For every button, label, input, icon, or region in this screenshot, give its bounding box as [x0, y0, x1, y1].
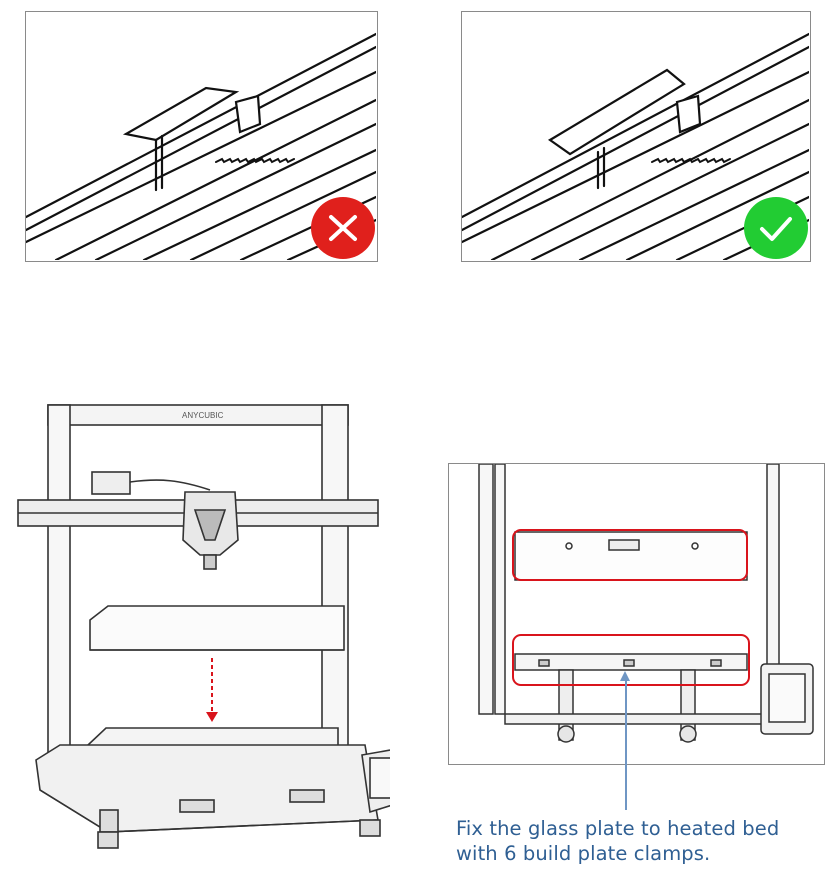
clamp-highlight-bottom [512, 634, 750, 686]
printer-overview: ANYCUBIC [0, 350, 390, 880]
caption-line-1: Fix the glass plate to heated bed [456, 817, 780, 840]
incorrect-badge [311, 197, 375, 259]
correct-badge [744, 197, 808, 259]
correct-clamp-panel [461, 11, 811, 262]
incorrect-clamp-panel [25, 11, 378, 262]
leader-line [625, 680, 627, 810]
printer-brand-label: ANYCUBIC [182, 411, 224, 420]
printer-illustration: ANYCUBIC [17, 404, 390, 849]
check-icon [760, 217, 792, 241]
cross-icon [329, 215, 357, 241]
bed-clamps-closeup [448, 463, 825, 765]
instruction-caption: Fix the glass plate to heated bed with 6… [456, 816, 826, 866]
clamp-highlight-top [512, 529, 748, 581]
leader-arrow-icon [620, 671, 630, 681]
incorrect-clamp-illustration [26, 32, 376, 260]
bed-closeup-illustration [478, 464, 814, 743]
arrow-head-icon [206, 712, 218, 722]
caption-line-2: with 6 build plate clamps. [456, 842, 711, 865]
